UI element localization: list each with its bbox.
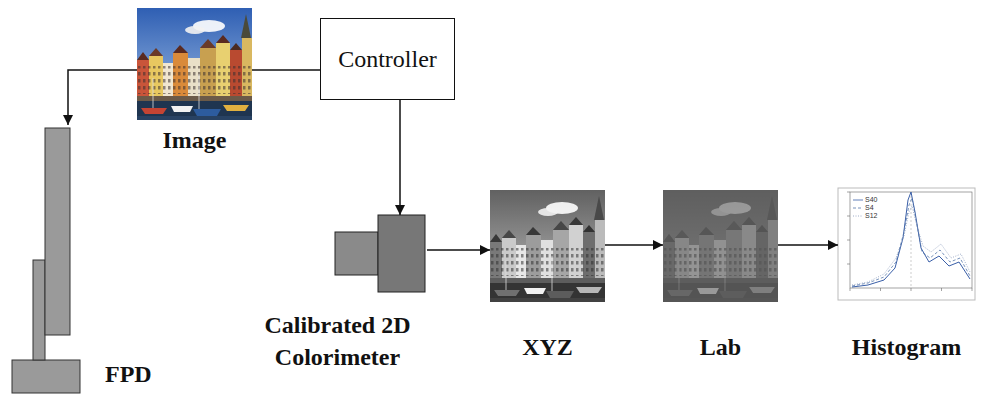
illustration-shape <box>911 288 912 291</box>
flat-panel-display <box>12 128 80 393</box>
illustration-shape <box>852 206 970 285</box>
node-label: XYZ <box>522 331 573 363</box>
process-box: Controller <box>320 18 455 100</box>
xyz-node: XYZ <box>490 190 605 375</box>
legend-line <box>853 208 863 209</box>
connector-arrow <box>778 244 838 246</box>
illustration-shape <box>850 288 851 291</box>
illustration-shape <box>838 188 975 300</box>
illustration-shape <box>378 215 425 292</box>
illustration-shape <box>850 192 972 288</box>
legend-entry: S12 <box>853 212 877 220</box>
legend-sample <box>853 198 863 202</box>
legend-entry: S40 <box>853 196 877 204</box>
legend-label: S4 <box>865 204 874 212</box>
illustration-shape <box>847 264 850 265</box>
lab-image <box>663 190 778 302</box>
illustration-shape <box>972 288 973 291</box>
illustration-shape <box>941 288 942 291</box>
illustration-shape <box>911 192 912 288</box>
legend-label: S40 <box>865 196 877 204</box>
image-node: Image <box>137 8 252 168</box>
illustration-shape <box>852 198 970 286</box>
node-label: Histogram <box>852 331 961 363</box>
legend-line <box>853 216 863 217</box>
node-label: Calibrated 2D Colorimeter <box>248 309 427 374</box>
node-label: Controller <box>338 43 437 75</box>
colorimeter-camera <box>335 215 425 292</box>
node-label: FPD <box>105 358 152 390</box>
node-label: Image <box>163 124 227 156</box>
legend-label: S12 <box>865 212 877 220</box>
connector-arrow <box>399 100 401 215</box>
illustration-shape <box>847 192 850 193</box>
connector-arrow <box>427 249 490 251</box>
legend-sample <box>853 206 863 210</box>
illustration-shape <box>847 192 972 291</box>
illustration-shape <box>847 240 850 241</box>
legend-sample <box>853 214 863 218</box>
colorimeter-node: Calibrated 2D Colorimeter <box>248 215 427 390</box>
legend-line <box>853 200 863 201</box>
photo-image <box>137 8 252 120</box>
legend-entry: S4 <box>853 204 877 212</box>
illustration-shape <box>335 232 378 275</box>
xyz-image <box>490 190 605 302</box>
histogram-plot <box>838 188 975 300</box>
illustration-shape <box>852 192 970 287</box>
connector-arrow <box>605 244 663 246</box>
histogram-legend: S40S4S12 <box>853 196 877 220</box>
node-label: Lab <box>700 331 741 363</box>
illustration-shape <box>880 288 881 291</box>
connector-arrow <box>252 69 320 71</box>
illustration-shape <box>847 216 850 217</box>
display-node: FPD <box>10 125 170 395</box>
connector-arrow <box>68 70 137 125</box>
lab-node: Lab <box>663 190 778 375</box>
